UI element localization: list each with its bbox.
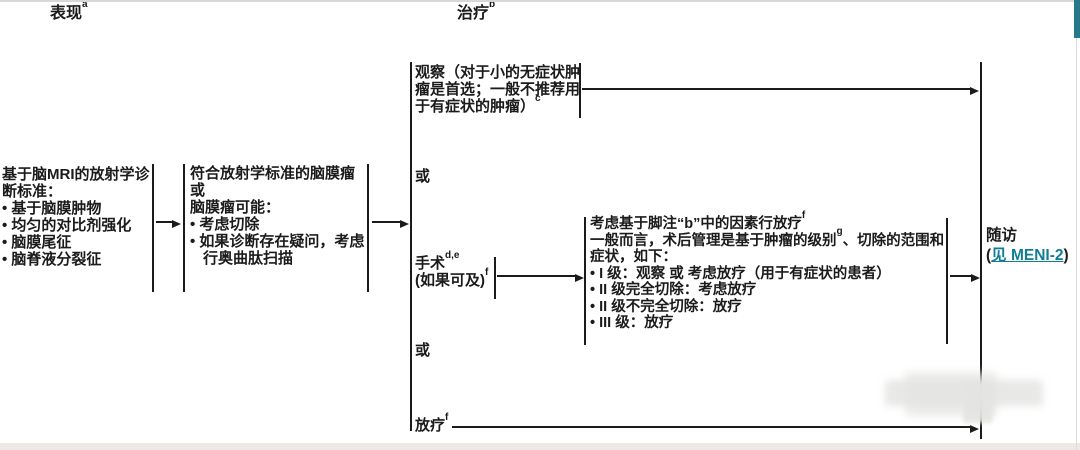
postop-box-left-rule: [584, 217, 586, 345]
footnote-sup-f2: f: [801, 209, 806, 221]
diagnosis-box: 符合放射学标准的脑膜瘤 或 脑膜瘤可能： • 考虑切除 • 如果诊断存在疑问，考…: [190, 165, 366, 267]
diagnosis-line: 脑膜瘤可能：: [190, 199, 281, 216]
watermark-blur: [963, 383, 993, 423]
scrollbar-track[interactable]: [1076, 0, 1077, 450]
footnote-sup-f: f: [485, 266, 489, 278]
column-header-treatment: 治疗b: [457, 0, 495, 23]
option-radiotherapy: 放疗f: [415, 412, 448, 434]
diagnosis-or: 或: [190, 182, 206, 199]
paren-close: ): [1063, 247, 1069, 264]
criteria-box-right-rule: [152, 164, 154, 292]
or-label-2: 或: [415, 342, 430, 359]
criteria-bullet: • 脑脊液分裂征: [2, 251, 102, 268]
header-presentation-text: 表现: [50, 5, 83, 22]
arrow-radiotherapy-to-followup: [452, 425, 979, 433]
arrow-surgery-to-postop: [497, 274, 584, 282]
followup-title: 随访: [986, 227, 1018, 244]
scrollbar-thumb[interactable]: [1074, 0, 1080, 38]
surgery-if-accessible-text: (如果可及): [415, 272, 485, 289]
or-text: 或: [415, 342, 431, 359]
paren-open: (: [986, 247, 992, 264]
column-header-presentation: 表现a: [50, 0, 88, 23]
footnote-sup-g: g: [836, 226, 843, 238]
postop-line2-post: 、切除的范围和症状，如下：: [590, 232, 945, 266]
or-text: 或: [415, 168, 431, 185]
criteria-title: 基于脑MRI的放射学诊断标准：: [2, 166, 150, 200]
page-bottom-edge: [0, 443, 1080, 450]
footnote-sup-a: a: [82, 0, 88, 11]
footnote-sup-de: d,e: [445, 249, 460, 261]
diagnosis-box-left-rule: [183, 164, 185, 292]
followup-label: 随访 (见 MENI-2): [986, 226, 1069, 266]
postop-line2: 一般而言，术后管理是基于肿瘤的级别g、切除的范围和症状，如下：: [590, 227, 946, 266]
arrow-diagnosis-to-treatment: [372, 220, 409, 228]
diagnosis-line: 符合放射学标准的脑膜瘤: [190, 165, 356, 182]
postop-box: 考虑基于脚注“b”中的因素行放疗f 一般而言，术后管理是基于肿瘤的级别g、切除的…: [590, 210, 946, 332]
followup-spine: [980, 62, 982, 439]
postop-box-right-rule: [946, 218, 948, 344]
meni-2-link[interactable]: 见 MENI-2: [991, 247, 1064, 264]
observation-text: 观察（对于小的无症状肿瘤是首选；一般不推荐用于有症状的肿瘤）: [415, 64, 581, 115]
header-treatment-text: 治疗: [457, 5, 490, 22]
arrow-observation-to-followup: [582, 87, 979, 95]
arrow-postop-to-followup: [950, 274, 980, 282]
or-label-1: 或: [415, 168, 430, 185]
postop-line2-pre: 一般而言，术后管理是基于肿瘤的级别: [590, 232, 837, 249]
criteria-bullet: • 均匀的对比剂强化: [2, 217, 132, 234]
surgery-right-rule: [494, 257, 496, 299]
postop-grade1-bullet: • I 级：观察 或 考虑放疗（用于有症状的患者）: [590, 265, 891, 282]
diagnosis-box-right-rule: [367, 164, 369, 292]
criteria-box: 基于脑MRI的放射学诊断标准： • 基于脑膜肿物 • 均匀的对比剂强化 • 脑膜…: [2, 166, 152, 268]
diagnosis-bullet: • 考虑切除: [190, 216, 260, 233]
treatment-branch-spine: [410, 62, 412, 431]
page-top-edge: [0, 0, 1080, 2]
followup-link-line: (见 MENI-2): [986, 246, 1069, 266]
criteria-bullet: • 基于脑膜肿物: [2, 200, 102, 217]
observation-right-rule: [579, 63, 581, 118]
postop-grade3-bullet: • III 级：放疗: [590, 315, 674, 331]
footnote-sup-f3: f: [445, 411, 449, 423]
surgery-text: 手术: [415, 255, 446, 272]
postop-grade2-complete-bullet: • II 级完全切除：考虑放疗: [590, 282, 757, 298]
option-observation: 观察（对于小的无症状肿瘤是首选；一般不推荐用于有症状的肿瘤）c: [415, 64, 585, 115]
option-surgery: 手术d,e (如果可及)f: [415, 250, 505, 289]
footnote-sup-b: b: [489, 0, 496, 11]
diagnosis-bullet: • 如果诊断存在疑问，考虑行奥曲肽扫描: [190, 233, 365, 267]
postop-line1: 考虑基于脚注“b”中的因素行放疗f: [590, 210, 946, 233]
radiotherapy-text: 放疗: [415, 417, 446, 434]
arrow-criteria-to-diagnosis: [156, 220, 181, 228]
postop-grade2-incomplete-bullet: • II 级不完全切除：放疗: [590, 298, 742, 315]
criteria-bullet: • 脑膜尾征: [2, 234, 72, 251]
postop-line1-text: 考虑基于脚注“b”中的因素行放疗: [590, 216, 802, 232]
footnote-sup-c: c: [535, 92, 541, 104]
